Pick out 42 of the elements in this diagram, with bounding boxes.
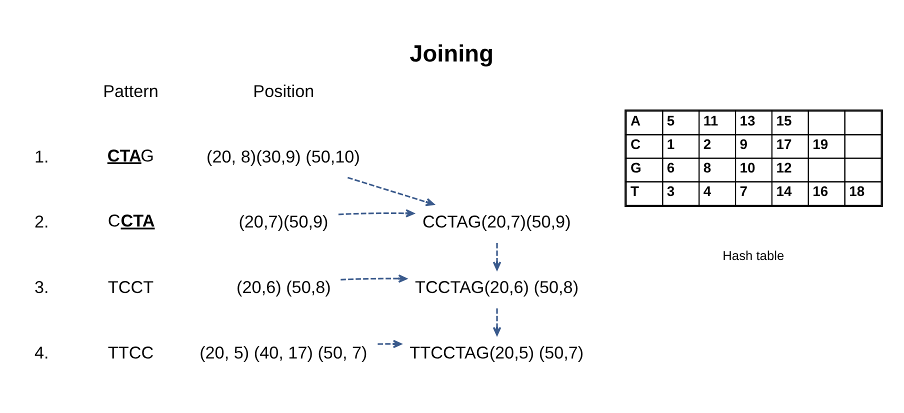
label: 3: [666, 183, 675, 200]
label: Position: [253, 80, 314, 101]
label: Pattern: [103, 80, 158, 101]
label: Hash table: [722, 248, 784, 264]
node-text: (20, 5) (40, 17) (50, 7): [200, 342, 368, 362]
label: 11: [703, 112, 718, 128]
node-text: (20,6) (50,8): [236, 277, 331, 298]
label: CCTA: [108, 210, 155, 231]
label: G: [630, 160, 642, 176]
node-text: CCTAG(20,7)(50,9): [422, 212, 571, 232]
label: A: [630, 112, 641, 128]
node-text: (20, 8)(30,9) (50,10): [206, 146, 360, 166]
label: 18: [849, 183, 865, 200]
label: 9: [740, 136, 748, 152]
label: 13: [740, 112, 756, 128]
label: 19: [812, 136, 828, 152]
label: 7: [740, 183, 748, 200]
label: 17: [776, 136, 792, 152]
label: 10: [740, 160, 756, 176]
diagram-title: Joining: [410, 40, 494, 66]
node-text: (20,7)(50,9): [238, 212, 328, 232]
label: CTAG: [107, 145, 154, 166]
label: 12: [776, 160, 792, 176]
label: C: [630, 136, 641, 152]
label: 2.: [34, 212, 49, 232]
label: 8: [703, 160, 712, 176]
label: T: [630, 183, 639, 200]
label: 3.: [34, 277, 49, 298]
label: TCCT: [108, 277, 154, 298]
node-text: TCCTAG(20,6) (50,8): [415, 277, 579, 298]
label: 4.: [34, 342, 49, 362]
node-text: TTCCTAG(20,5) (50,7): [410, 342, 584, 362]
label: 1.: [34, 146, 49, 166]
label: 15: [776, 112, 792, 128]
label: TTCC: [108, 342, 154, 362]
label: 6: [666, 160, 675, 176]
label: 2: [703, 136, 712, 152]
label: 4: [703, 183, 712, 200]
label: 16: [812, 183, 828, 200]
label: 14: [776, 183, 792, 200]
label: 5: [666, 112, 675, 128]
label: 1: [666, 136, 675, 152]
